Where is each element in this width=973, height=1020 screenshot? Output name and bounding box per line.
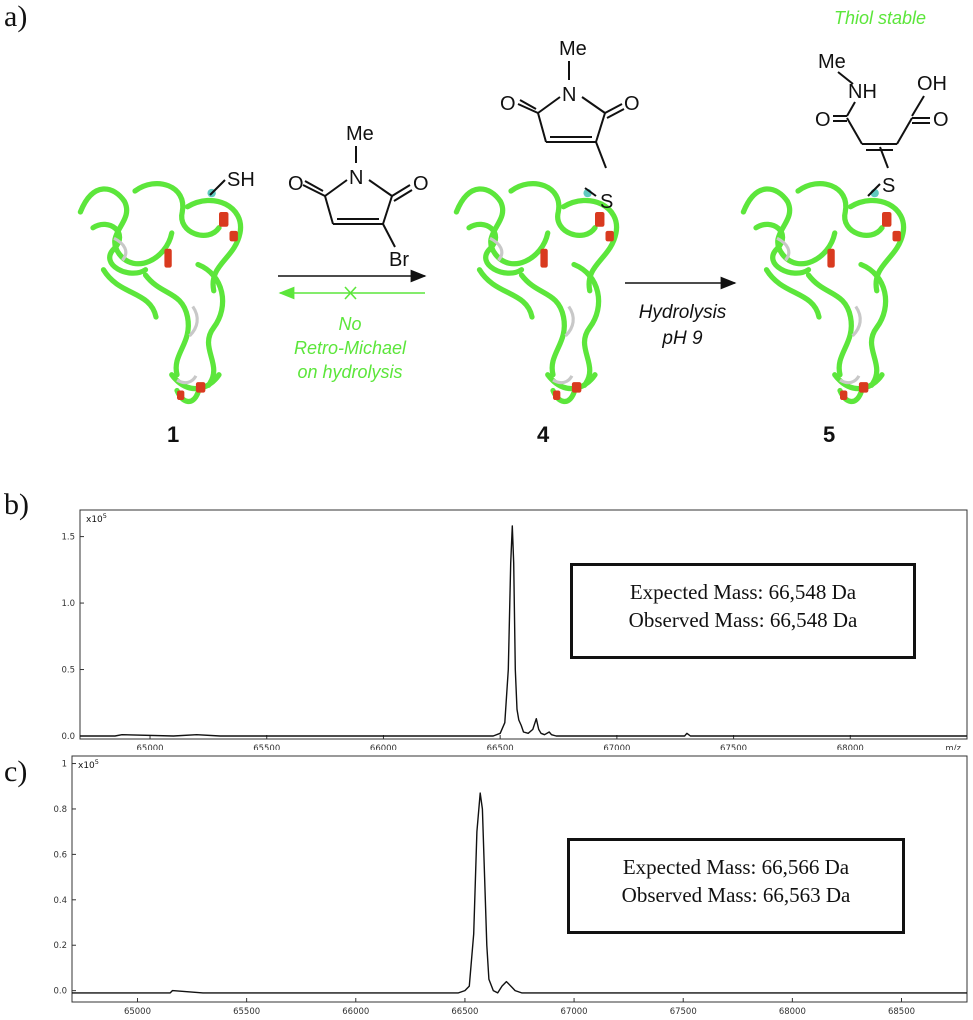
spectrum-trace <box>72 792 967 994</box>
y-tick-label: 1 <box>62 760 67 770</box>
mass-annotation-box-b: Expected Mass: 66,548 Da Observed Mass: … <box>570 563 916 659</box>
svg-text:SH: SH <box>227 169 255 191</box>
y-tick-label: 1.0 <box>61 599 75 609</box>
blocked-cross-mark <box>344 286 357 300</box>
retro-michael-note: No Retro-Michael on hydrolysis <box>293 314 407 382</box>
mass-spectrum-b: 65000 65500 66000 66500 67000 67500 68000 0.0 0.… <box>61 509 968 750</box>
x-tick-label: 68000 <box>779 1007 806 1017</box>
y-scale-exponent: 5 <box>103 512 107 520</box>
svg-text:S: S <box>600 191 613 213</box>
y-tick-label: 0.0 <box>61 732 75 742</box>
x-tick-label: 66500 <box>487 744 514 750</box>
compound-label-5: 5 <box>823 422 836 447</box>
svg-text:OH: OH <box>917 73 947 95</box>
x-tick-label: 67000 <box>561 1007 588 1017</box>
x-tick-label: 66500 <box>451 1007 478 1017</box>
hydrolyzed-adduct-5: Me NH OH O O S <box>815 51 949 197</box>
svg-text:Me: Me <box>818 51 846 73</box>
x-tick-label: 67500 <box>720 744 747 750</box>
x-tick-label: 68000 <box>837 744 864 750</box>
thiol-group: SH <box>209 169 255 196</box>
bromomaleimide-reagent: Me N O O Br <box>288 123 429 271</box>
panel-b-label: b) <box>4 488 29 521</box>
svg-text:NH: NH <box>848 81 877 103</box>
x-tick-label: 67500 <box>670 1007 697 1017</box>
y-scale-exponent: 5 <box>95 758 99 766</box>
svg-text:S: S <box>882 175 895 197</box>
protein-structure-4 <box>456 184 616 402</box>
plot-frame <box>79 509 968 740</box>
x-tick-label: 65000 <box>124 1007 151 1017</box>
protein-structure-1 <box>80 184 240 402</box>
svg-text:Br: Br <box>389 249 409 271</box>
svg-text:N: N <box>562 84 576 106</box>
protein-structure-5 <box>743 184 903 402</box>
compound-label-1: 1 <box>167 422 180 447</box>
svg-text:O: O <box>288 173 304 195</box>
y-tick-label: 0.6 <box>53 850 67 860</box>
x-tick-label: 66000 <box>342 1007 369 1017</box>
y-tick-label: 0.0 <box>53 987 67 997</box>
y-tick-label: 1.5 <box>61 533 75 543</box>
y-scale-label: x105 <box>78 758 99 771</box>
panel-a-label: a) <box>4 0 28 33</box>
svg-text:Me: Me <box>346 123 374 145</box>
thiol-stable-note: Thiol stable <box>833 8 927 28</box>
x-tick-label: 65500 <box>233 1007 260 1017</box>
svg-text:Me: Me <box>559 38 587 60</box>
x-tick-label: 68500 <box>888 1007 915 1017</box>
y-scale-label: x105 <box>86 512 107 525</box>
spectrum-trace <box>80 525 967 737</box>
x-tick-label: 65500 <box>253 744 280 750</box>
hydrolysis-condition: Hydrolysis pH 9 <box>638 302 727 349</box>
svg-text:N: N <box>349 167 363 189</box>
maleimide-adduct-4: Me N O O S <box>500 38 640 213</box>
svg-text:O: O <box>933 109 949 131</box>
compound-label-4: 4 <box>537 422 550 447</box>
mass-annotation-box-c: Expected Mass: 66,566 Da Observed Mass: … <box>567 838 905 934</box>
svg-text:O: O <box>815 109 831 131</box>
panel-c-label: c) <box>4 755 28 788</box>
svg-text:O: O <box>413 173 429 195</box>
x-tick-label: 66000 <box>370 744 397 750</box>
svg-text:O: O <box>624 93 640 115</box>
x-tick-label: 67000 <box>603 744 630 750</box>
y-tick-label: 0.5 <box>61 666 75 676</box>
y-tick-label: 0.2 <box>53 941 67 951</box>
x-tick-label: 65000 <box>137 744 164 750</box>
y-tick-label: 0.8 <box>53 805 67 815</box>
y-tick-label: 0.4 <box>53 896 67 906</box>
svg-text:O: O <box>500 93 516 115</box>
x-axis-label: m/z <box>945 744 961 750</box>
mass-spectrum-c: 65000 65500 66000 66500 67000 67500 68000 68500… <box>53 755 968 1017</box>
scheme-graphics: SH Me N O O Br Me N O O <box>0 38 949 460</box>
plot-frame <box>71 755 968 1003</box>
